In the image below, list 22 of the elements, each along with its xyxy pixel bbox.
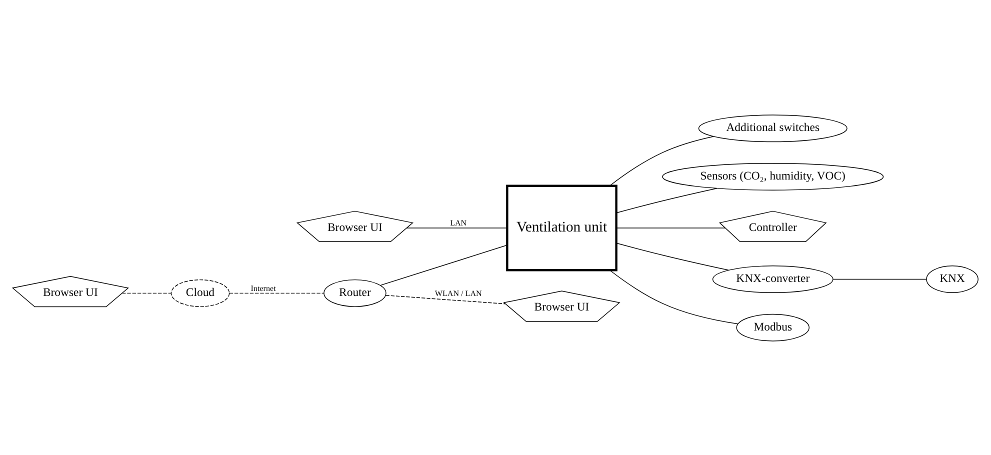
connector	[122, 292, 172, 294]
connector	[380, 244, 508, 286]
connector	[385, 294, 506, 304]
node-ellipse: Sensors (CO₂, humidity, VOC)	[662, 162, 884, 190]
connector	[609, 269, 738, 324]
node-ellipse: Modbus	[736, 313, 810, 341]
edge-label: Internet	[250, 283, 276, 292]
node-ellipse: Additional switches	[698, 114, 848, 142]
node-ellipse: Router	[324, 278, 386, 306]
connector	[616, 227, 726, 228]
node-ellipse: KNX-converter	[712, 265, 834, 293]
node-ellipse: Cloud	[170, 278, 230, 306]
edge-label: LAN	[450, 218, 467, 228]
connector	[616, 188, 718, 213]
connector	[832, 278, 927, 280]
connector	[609, 136, 714, 186]
connector	[406, 227, 508, 228]
connector	[616, 242, 729, 270]
node-box: Ventilation unit	[506, 184, 618, 271]
edge-label: WLAN / LAN	[434, 288, 482, 298]
connector	[229, 292, 324, 294]
node-ellipse: KNX	[926, 265, 978, 293]
